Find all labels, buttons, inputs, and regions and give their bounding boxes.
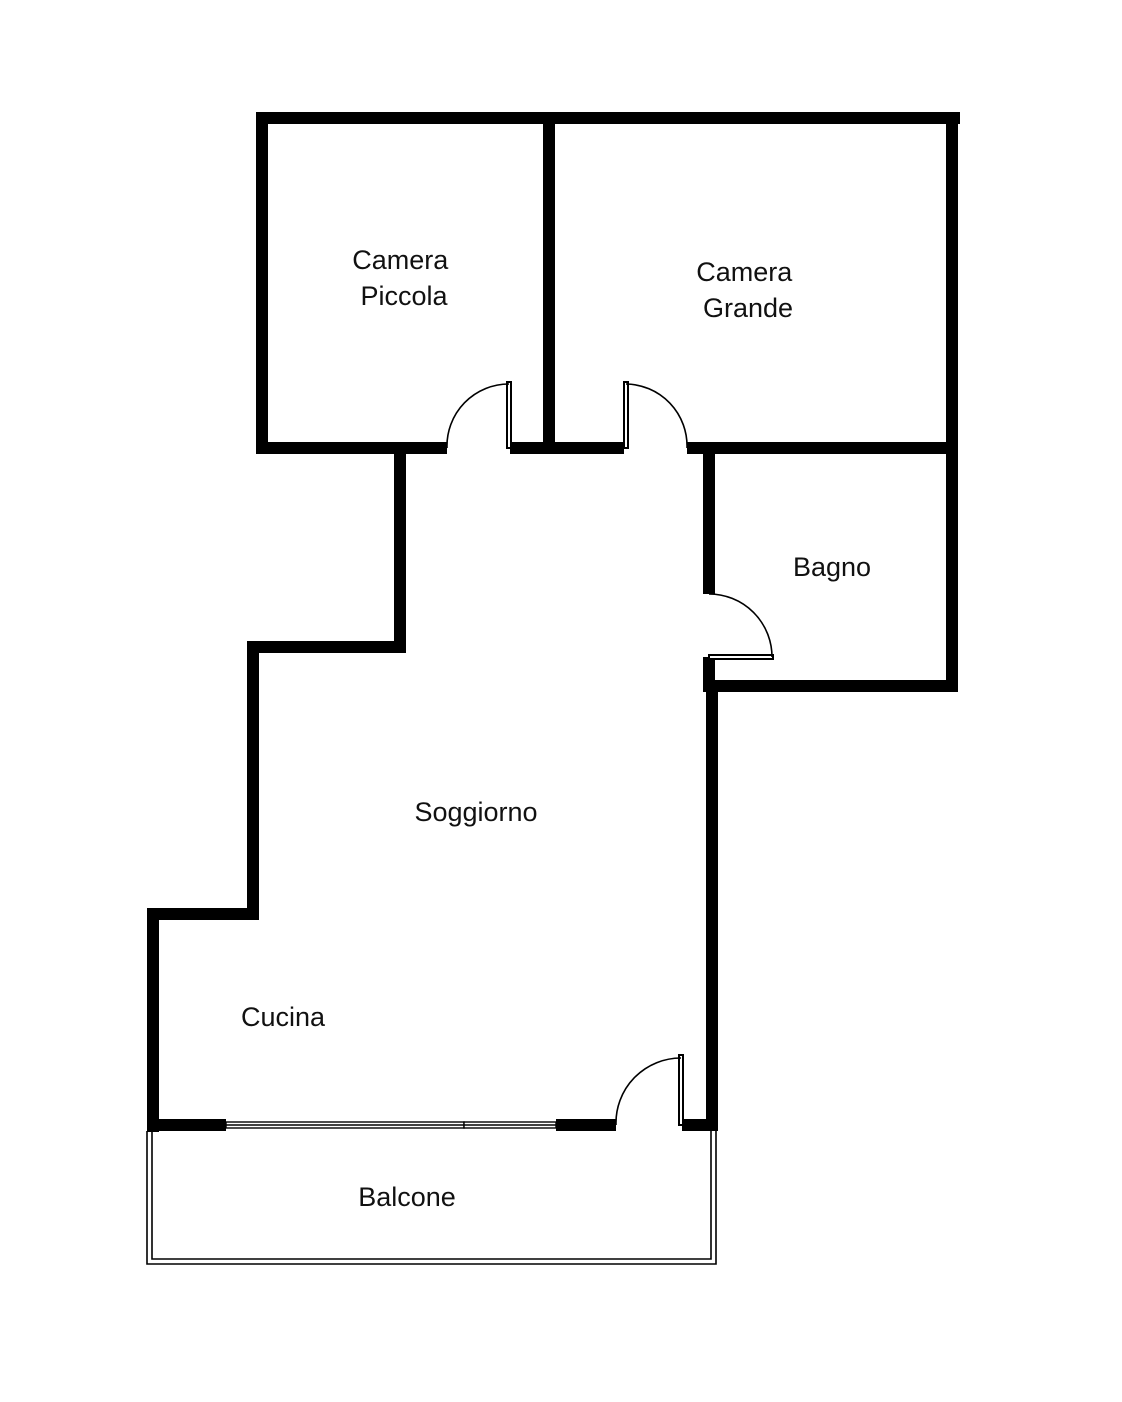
room-label-soggiorno: Soggiorno (414, 797, 537, 827)
room-label-camera-grande: Camera Grande (696, 257, 800, 323)
balcony-railing (146, 1131, 717, 1265)
door-balcone (615, 1054, 684, 1126)
door-bagno (708, 593, 774, 660)
room-label-cucina: Cucina (241, 1002, 326, 1032)
room-label-bagno: Bagno (793, 552, 871, 582)
bedrooms-walls (256, 112, 960, 692)
door-camera-piccola (446, 381, 512, 449)
living-walls (147, 448, 718, 1132)
door-camera-grande (623, 381, 688, 449)
balcony-window (225, 1121, 557, 1129)
room-label-camera-piccola: Camera Piccola (352, 245, 456, 311)
room-label-balcone: Balcone (358, 1182, 456, 1212)
